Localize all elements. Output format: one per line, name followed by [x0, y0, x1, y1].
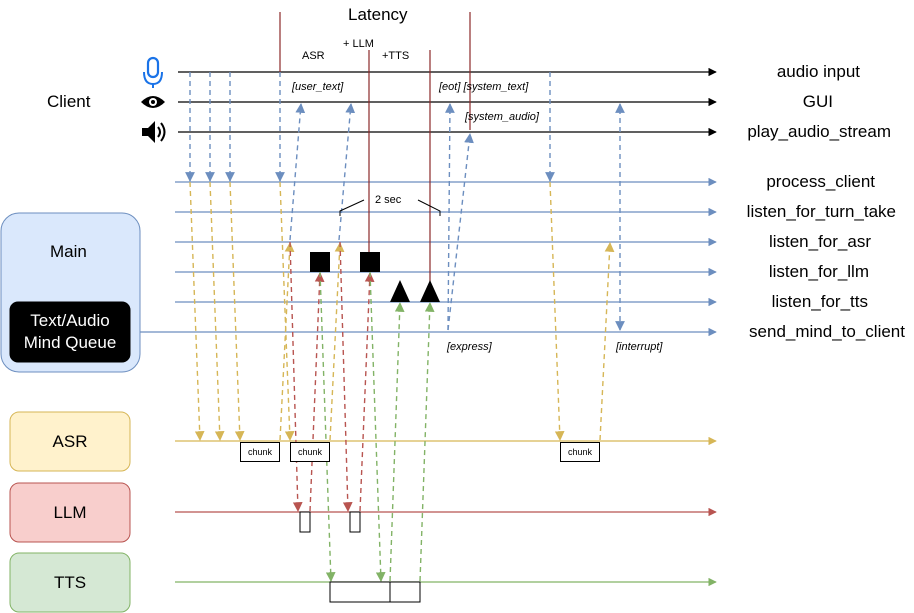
asr-arrows — [189, 181, 615, 441]
tts-chunk — [389, 581, 421, 603]
llm-listen-label: listen_for_llm — [768, 262, 869, 281]
llm-arrows — [289, 241, 375, 512]
play-audio-label: play_audio_stream — [747, 122, 891, 141]
llm-marker — [310, 252, 330, 272]
llm-chunk — [349, 511, 361, 533]
main-lane-labels: process_client listen_for_turn_take list… — [700, 0, 905, 350]
client-lanes — [178, 67, 717, 137]
latency-lines — [279, 12, 471, 292]
tts-arrows — [319, 271, 435, 582]
microphone-icon — [143, 56, 163, 88]
main-lanes — [130, 177, 717, 337]
llm-box — [9, 482, 131, 543]
eye-icon — [141, 96, 165, 108]
client-label: Client — [47, 92, 91, 111]
system-audio-annotation: [system_audio] — [465, 111, 539, 123]
diagram-title: Latency — [348, 5, 408, 24]
eot-system-text-annotation: [eot] [system_text] — [439, 81, 529, 93]
tts-listen-label: listen_for_tts — [771, 292, 868, 311]
two-sec-bracket — [339, 199, 441, 216]
asr-chunk: chunk — [290, 442, 330, 462]
asr-listen-label: listen_for_asr — [768, 232, 871, 251]
asr-chunk: chunk — [560, 442, 600, 462]
send-mind-label: send_mind_to_client — [749, 322, 905, 341]
asr-chunk: chunk — [240, 442, 280, 462]
tts-chunk — [329, 581, 391, 603]
client-to-main-arrows — [185, 72, 625, 331]
two-sec-annotation: 2 sec — [375, 194, 402, 206]
process-client-label: process_client — [766, 172, 875, 191]
tts-module-label: TTS — [53, 572, 87, 592]
tts-stage-label: +TTS — [382, 50, 410, 62]
main-label: Main — [50, 242, 87, 261]
express-annotation: [express] — [447, 341, 492, 353]
asr-box — [9, 411, 131, 472]
mind-queue-box — [9, 301, 131, 363]
audio-input-label: audio input — [776, 62, 860, 81]
client-lane-labels: audio input GUI play_audio_stream — [700, 0, 891, 150]
tts-box — [9, 552, 131, 613]
llm-chunk — [299, 511, 311, 533]
user-text-annotation: [user_text] — [292, 81, 344, 93]
turn-take-label: listen_for_turn_take — [746, 202, 896, 221]
tts-marker — [390, 280, 410, 302]
asr-stage-label: ASR — [302, 50, 325, 62]
mind-queue-label: Text/Audio Mind Queue — [23, 311, 117, 352]
asr-module-label: ASR — [52, 431, 88, 451]
llm-module-label: LLM — [53, 502, 87, 522]
llm-stage-label: + LLM — [343, 38, 374, 50]
speaker-icon — [142, 121, 166, 143]
gui-label: GUI — [802, 92, 833, 111]
interrupt-annotation: [interrupt] — [616, 341, 663, 353]
tts-marker — [420, 280, 440, 302]
llm-marker — [360, 252, 380, 272]
